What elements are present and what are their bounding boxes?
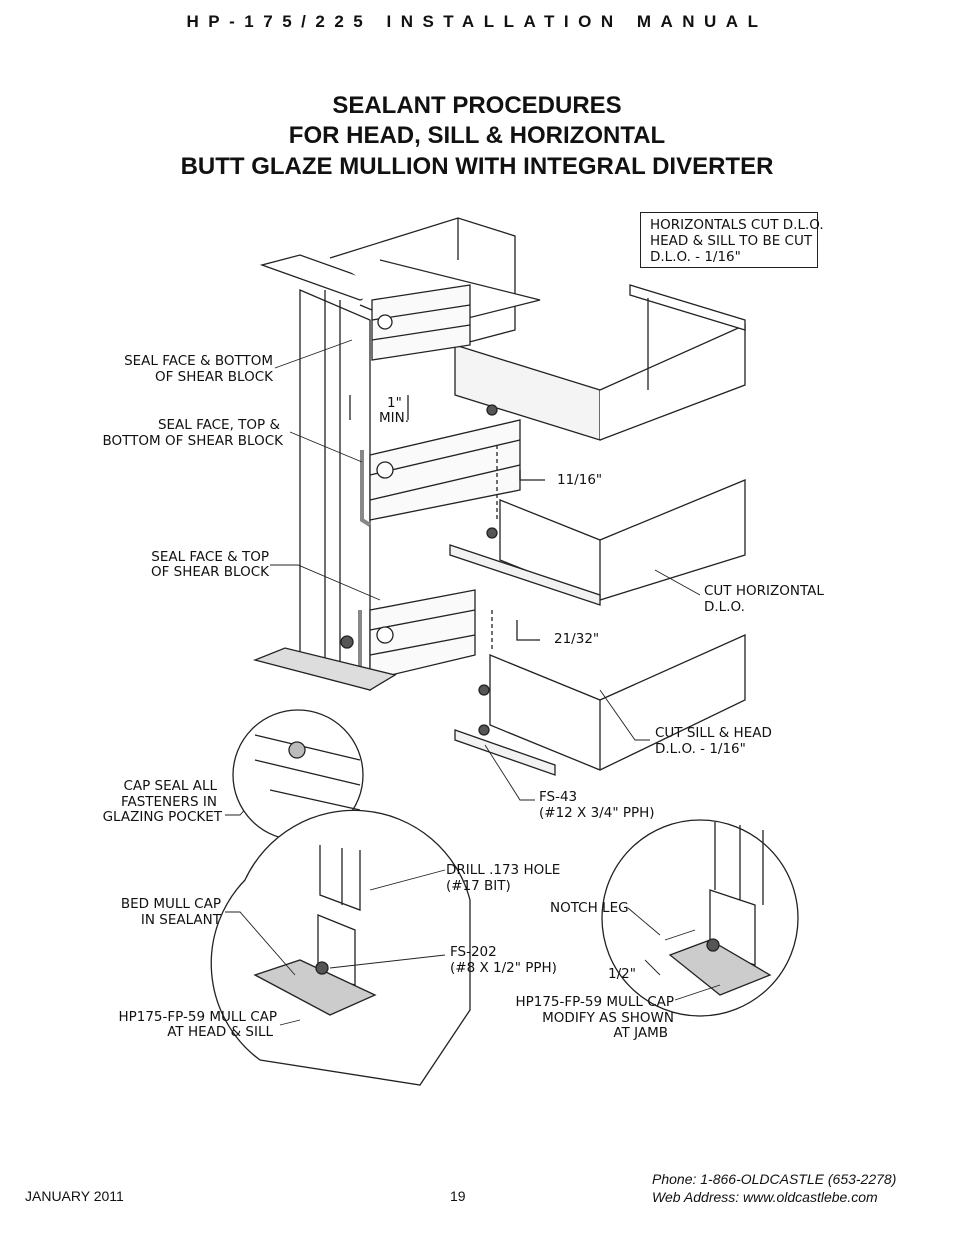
callout-cap-seal-1: CAP SEAL ALL bbox=[123, 778, 217, 794]
callout-fs202-2: (#8 X 1/2" PPH) bbox=[450, 960, 557, 976]
callout-mull-cap-head-2: AT HEAD & SILL bbox=[167, 1024, 273, 1040]
note-box-line-1: HORIZONTALS CUT D.L.O. bbox=[650, 217, 824, 233]
footer-page-number: 19 bbox=[450, 1188, 466, 1204]
callout-cap-seal-2: FASTENERS IN bbox=[120, 794, 217, 810]
callout-drill-2: (#17 BIT) bbox=[446, 878, 511, 894]
dim-1-2: 1/2" bbox=[608, 966, 636, 982]
callout-cut-sill-head-1: CUT SILL & HEAD bbox=[655, 725, 772, 741]
callout-bed-mull-1: BED MULL CAP bbox=[120, 896, 221, 912]
callout-cut-sill-head-2: D.L.O. - 1/16" bbox=[655, 741, 746, 757]
callout-notch-leg: NOTCH LEG bbox=[550, 900, 629, 916]
page-title-line-3: BUTT GLAZE MULLION WITH INTEGRAL DIVERTE… bbox=[180, 153, 774, 180]
callout-fs43-2: (#12 X 3/4" PPH) bbox=[539, 805, 655, 821]
callout-seal-face-top-2: OF SHEAR BLOCK bbox=[150, 564, 269, 580]
callout-mull-cap-jamb-2: MODIFY AS SHOWN bbox=[542, 1010, 674, 1026]
callout-seal-face-bottom-2: OF SHEAR BLOCK bbox=[154, 369, 273, 385]
footer-phone: Phone: 1-866-OLDCASTLE (653-2278) bbox=[652, 1171, 897, 1187]
callout-seal-face-top-1: SEAL FACE & TOP bbox=[151, 549, 269, 565]
page-title-line-1: SEALANT PROCEDURES bbox=[332, 92, 622, 119]
callout-cut-horizontal-1: CUT HORIZONTAL bbox=[704, 583, 824, 599]
callout-seal-face-top-bottom-1: SEAL FACE, TOP & bbox=[157, 417, 280, 433]
callout-fs202-1: FS-202 bbox=[450, 944, 497, 960]
cutting-note-box bbox=[640, 212, 818, 268]
callout-mull-cap-head-1: HP175-FP-59 MULL CAP bbox=[118, 1009, 277, 1025]
footer-web-address: Web Address: www.oldcastlebe.com bbox=[652, 1189, 878, 1205]
callout-cap-seal-3: GLAZING POCKET bbox=[102, 809, 222, 825]
callout-seal-face-top-bottom-2: BOTTOM OF SHEAR BLOCK bbox=[102, 433, 283, 449]
callout-seal-face-bottom-1: SEAL FACE & BOTTOM bbox=[124, 353, 273, 369]
page-title-line-2: FOR HEAD, SILL & HORIZONTAL bbox=[288, 122, 666, 149]
dim-min-1: 1" bbox=[387, 395, 402, 411]
callout-mull-cap-jamb-1: HP175-FP-59 MULL CAP bbox=[515, 994, 674, 1010]
callout-drill-1: DRILL .173 HOLE bbox=[446, 862, 561, 878]
callout-fs43-1: FS-43 bbox=[539, 789, 578, 805]
callout-cut-horizontal-2: D.L.O. bbox=[704, 599, 745, 615]
manual-header: HP-175/225 INSTALLATION MANUAL bbox=[186, 12, 768, 31]
dim-11-16: 11/16" bbox=[557, 472, 603, 488]
note-box-line-3: D.L.O. - 1/16" bbox=[650, 249, 741, 265]
callout-mull-cap-jamb-3: AT JAMB bbox=[613, 1025, 668, 1041]
dim-21-32: 21/32" bbox=[554, 631, 600, 647]
note-box-line-2: HEAD & SILL TO BE CUT bbox=[650, 233, 813, 249]
footer-date: JANUARY 2011 bbox=[25, 1188, 124, 1204]
callout-bed-mull-2: IN SEALANT bbox=[140, 912, 221, 928]
dim-min-2: MIN. bbox=[379, 410, 410, 426]
